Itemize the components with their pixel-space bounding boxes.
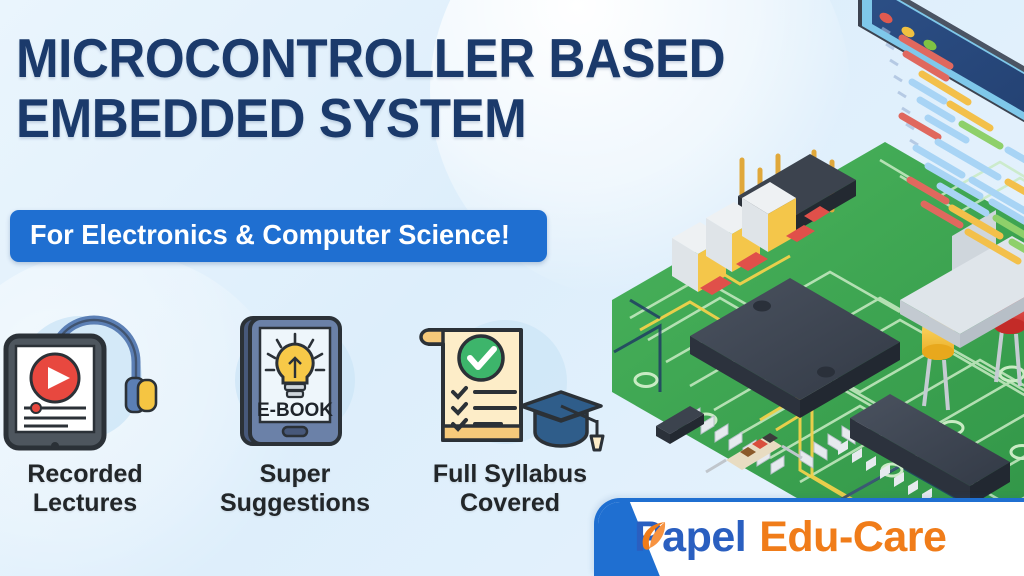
recorded-lectures-icon <box>0 300 190 460</box>
leaf-icon <box>642 522 666 550</box>
title-line-2: EMBEDDED SYSTEM <box>16 87 527 149</box>
feature-label-line2: Lectures <box>32 489 138 517</box>
logo-word-papel: Papel <box>632 508 747 566</box>
brand-logo: Papel Edu-Care <box>632 508 947 566</box>
editor-gutter <box>881 26 919 147</box>
feature-label-line1: Full Syllabus <box>432 460 588 488</box>
feature-item-super-suggestions: E-BOOK Super Suggestions <box>190 300 400 518</box>
subtitle-text: For Electronics & Computer Science! <box>30 219 510 250</box>
feature-item-full-syllabus: Full Syllabus Covered <box>405 300 615 518</box>
code-editor-monitor <box>858 0 1024 348</box>
feature-label-line1: Super <box>259 460 331 488</box>
window-dots <box>879 12 937 51</box>
logo-word-educare: Edu-Care <box>759 513 947 561</box>
smd-component <box>656 406 704 444</box>
resistor <box>705 433 803 474</box>
feature-label-line1: Recorded <box>27 460 143 488</box>
feature-row: Recorded Lectures <box>0 300 630 545</box>
diode-group <box>700 206 830 295</box>
feature-label: Full Syllabus Covered <box>405 460 615 518</box>
brand-logo-panel: Papel Edu-Care <box>594 498 1024 576</box>
subtitle-banner: For Electronics & Computer Science! <box>10 210 547 262</box>
feature-label: Recorded Lectures <box>0 460 190 518</box>
syllabus-icon <box>405 300 615 460</box>
feature-item-recorded-lectures: Recorded Lectures <box>0 300 190 518</box>
title-line-1: MICROCONTROLLER BASED <box>16 27 726 89</box>
feature-label-line2: Covered <box>459 489 561 517</box>
dip-ic <box>838 394 1010 506</box>
page-title: MICROCONTROLLER BASED EMBEDDED SYSTEM <box>16 27 726 149</box>
ebook-icon: E-BOOK <box>190 300 400 460</box>
code-lines <box>898 34 1024 265</box>
feature-label: Super Suggestions <box>190 460 400 518</box>
capacitor-group <box>672 182 796 292</box>
ebook-screen-text: E-BOOK <box>257 400 333 421</box>
feature-label-line2: Suggestions <box>219 489 370 517</box>
illustration-group <box>612 0 1024 560</box>
